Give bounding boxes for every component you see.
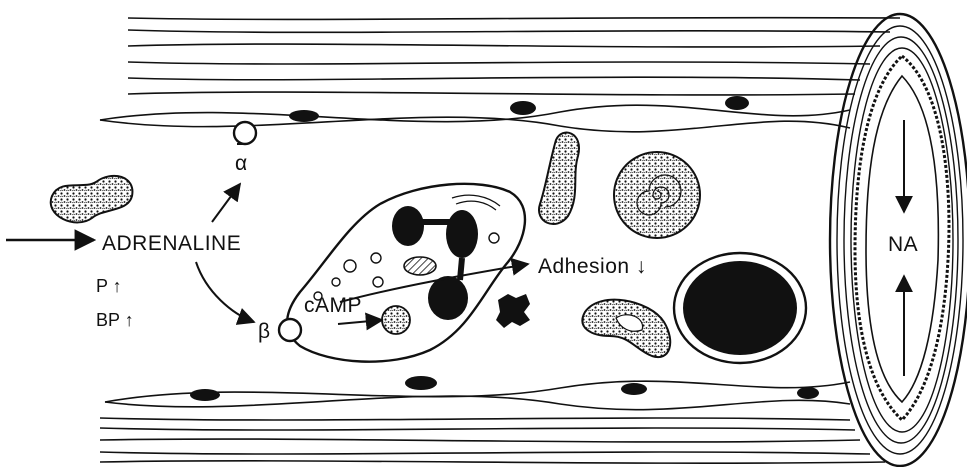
- granule-cluster: [496, 294, 530, 328]
- camp-label: cAMP: [304, 294, 362, 317]
- alpha-receptor: [234, 122, 256, 144]
- alpha-receptor-label: α: [235, 152, 248, 175]
- adhesion-label: Adhesion ↓: [538, 255, 647, 278]
- pulse-label: P ↑: [96, 276, 122, 296]
- blood-pressure-label: BP ↑: [96, 310, 134, 330]
- vessel-wall-top: [100, 18, 900, 132]
- platelet-cell: [539, 133, 579, 224]
- beta-receptor-label: β: [258, 320, 271, 343]
- nucleated-cell: [674, 253, 806, 363]
- neutrophil-cell: [287, 184, 525, 362]
- noradrenaline-label: NA: [888, 233, 918, 256]
- beta-receptor: [279, 319, 301, 341]
- platelet-cell: [51, 176, 133, 223]
- adrenaline-label: ADRENALINE: [102, 232, 241, 255]
- lymphocyte-cell: [614, 152, 700, 238]
